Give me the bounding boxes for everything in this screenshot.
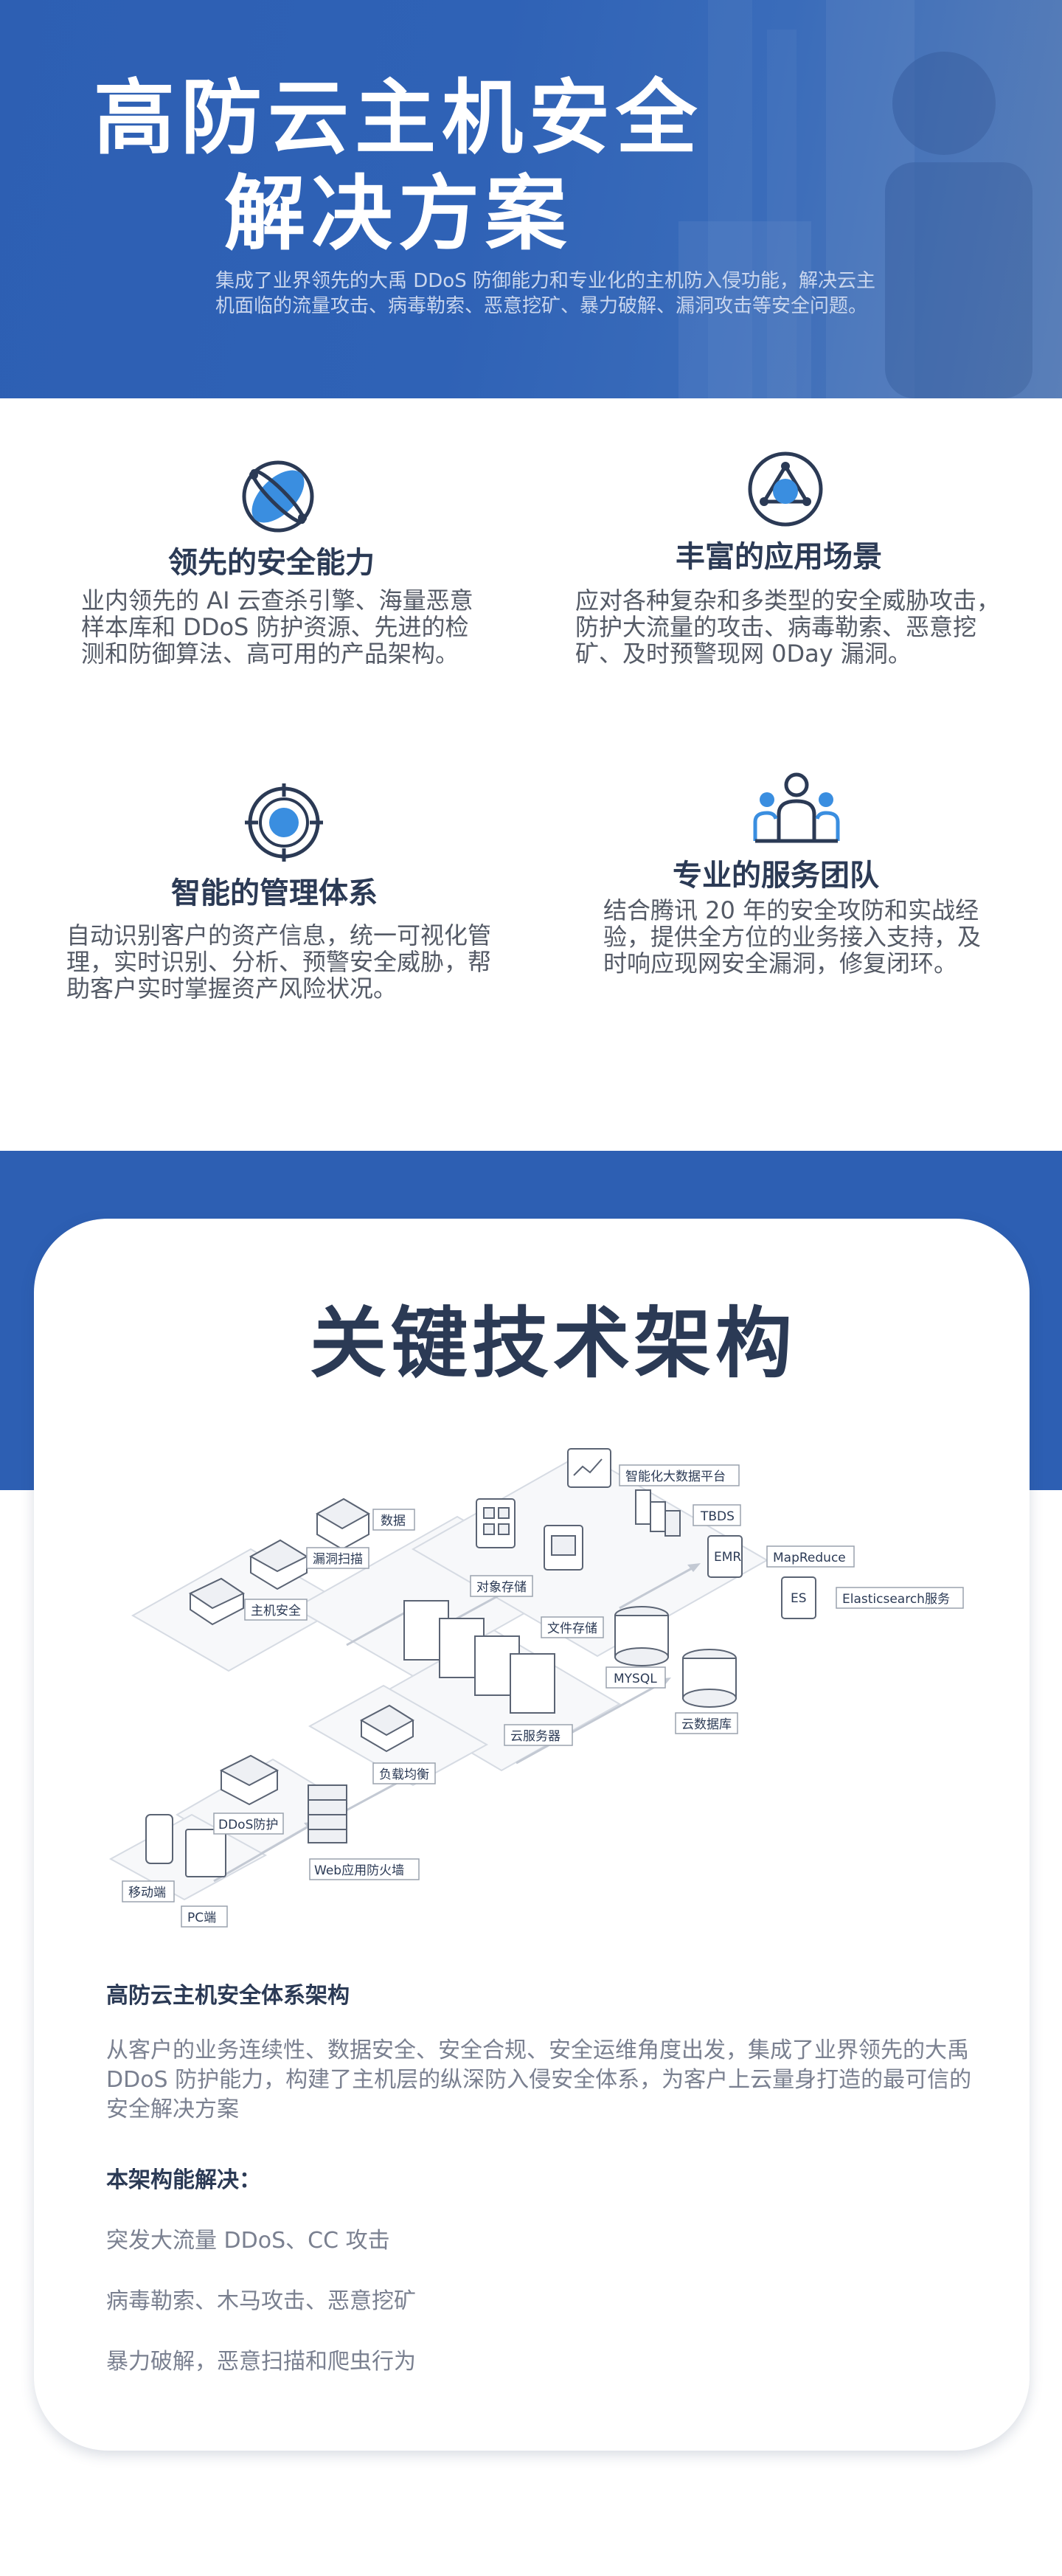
svg-text:移动端: 移动端 (128, 1886, 166, 1900)
solves-item: 暴力破解，恶意扫描和爬虫行为 (106, 2349, 416, 2375)
architecture-subtitle: 高防云主机安全体系架构 (106, 1983, 350, 2009)
es-icon (781, 1576, 816, 1619)
emr-icon (707, 1535, 743, 1578)
server-icon (403, 1600, 555, 1714)
label-vuln-scan: 漏洞扫描 (306, 1547, 369, 1569)
architecture-diagram: 数据 漏洞扫描 主机安全 对象存储 文件存储 MYSQL 云数据库 云服务器 智… (108, 1448, 964, 1928)
svg-text:ES: ES (791, 1591, 807, 1606)
label-object-storage: 对象存储 (470, 1575, 533, 1597)
feature-description: 业内领先的 AI 云查杀引擎、海量恶意样本库和 DDoS 防护资源、先进的检测和… (81, 586, 473, 668)
host-security-icon (188, 1577, 246, 1626)
tbds-icon (635, 1489, 681, 1537)
hero-title-line2: 解决方案 (224, 167, 572, 261)
label-mysql: MYSQL (605, 1666, 666, 1689)
label-emr: EMR (714, 1550, 741, 1565)
cloud-database-icon (682, 1649, 737, 1708)
solves-heading: 本架构能解决： (106, 2167, 261, 2193)
label-cloud-db: 云数据库 (675, 1712, 738, 1734)
svg-text:EMR: EMR (714, 1550, 741, 1565)
label-mobile: 移动端 (122, 1880, 175, 1902)
feature-description: 应对各种复杂和多类型的安全威胁攻击，防护大流量的攻击、病毒勒索、恶意挖矿、及时预… (575, 586, 1001, 668)
svg-text:智能化大数据平台: 智能化大数据平台 (625, 1469, 726, 1484)
svg-text:Elasticsearch服务: Elasticsearch服务 (842, 1592, 950, 1607)
feature-title: 领先的安全能力 (168, 546, 375, 580)
label-es: ES (791, 1591, 807, 1606)
architecture-paragraph: 从客户的业务连续性、数据安全、安全合规、安全运维角度出发，集成了业界领先的大禹 … (106, 2037, 972, 2122)
label-bigdata: 智能化大数据平台 (619, 1464, 740, 1486)
svg-text:漏洞扫描: 漏洞扫描 (313, 1552, 363, 1567)
svg-text:PC端: PC端 (187, 1911, 216, 1925)
feature-title: 智能的管理体系 (171, 876, 378, 910)
label-cloud-server: 云服务器 (504, 1724, 573, 1746)
label-ddos: DDoS防护 (213, 1812, 284, 1835)
label-host-security: 主机安全 (244, 1599, 308, 1621)
feature-title: 专业的服务团队 (673, 859, 879, 893)
label-pc: PC端 (181, 1905, 228, 1928)
hero-background-illustration (678, 0, 1032, 398)
hero-banner: 高防云主机安全 解决方案 集成了业界领先的大禹 DDoS 防御能力和专业化的主机… (0, 0, 1062, 398)
mysql-icon (614, 1606, 669, 1666)
svg-text:MYSQL: MYSQL (614, 1672, 657, 1686)
svg-text:TBDS: TBDS (700, 1509, 735, 1524)
ddos-icon (219, 1754, 280, 1806)
load-balance-icon (359, 1704, 414, 1753)
hero-description: 集成了业界领先的大禹 DDoS 防御能力和专业化的主机防入侵功能，解决云主机面临… (215, 270, 875, 317)
architecture-title: 关键技术架构 (309, 1298, 796, 1388)
svg-text:文件存储: 文件存储 (547, 1621, 597, 1636)
mobile-icon (145, 1814, 173, 1864)
feature-title: 丰富的应用场景 (676, 540, 882, 574)
file-storage-icon (544, 1525, 583, 1571)
waf-icon (308, 1784, 347, 1843)
svg-text:对象存储: 对象存储 (476, 1580, 527, 1595)
svg-text:Web应用防火墙: Web应用防火墙 (314, 1863, 404, 1878)
svg-text:数据: 数据 (381, 1514, 406, 1528)
atom-icon (242, 460, 314, 533)
target-icon (245, 783, 323, 862)
label-tbds: TBDS (693, 1504, 741, 1526)
svg-text:云服务器: 云服务器 (510, 1729, 560, 1744)
svg-text:负载均衡: 负载均衡 (379, 1767, 429, 1782)
svg-text:DDoS防护: DDoS防护 (218, 1818, 278, 1832)
label-load-balance: 负载均衡 (372, 1762, 436, 1784)
feature-description: 自动识别客户的资产信息，统一可视化管理，实时识别、分析、预警安全威胁，帮助客户实… (66, 921, 492, 1003)
label-file-storage: 文件存储 (541, 1616, 604, 1638)
hero-title-line1: 高防云主机安全 (94, 71, 703, 165)
svg-text:MapReduce: MapReduce (773, 1551, 846, 1565)
data-icon (315, 1498, 371, 1551)
svg-text:主机安全: 主机安全 (251, 1604, 301, 1618)
pc-icon (185, 1829, 226, 1877)
solves-item: 突发大流量 DDoS、CC 攻击 (106, 2228, 390, 2254)
triangle-network-icon (748, 451, 823, 527)
solves-item: 病毒勒索、木马攻击、恶意挖矿 (106, 2288, 416, 2314)
object-storage-icon (476, 1498, 516, 1548)
feature-description: 结合腾讯 20 年的安全攻防和实战经验，提供全方位的业务接入支持，及时响应现网安… (603, 896, 982, 977)
svg-text:云数据库: 云数据库 (681, 1717, 732, 1732)
team-icon (753, 772, 840, 843)
label-waf: Web应用防火墙 (309, 1858, 420, 1880)
label-data: 数据 (372, 1509, 415, 1531)
label-mapreduce: MapReduce (766, 1545, 855, 1568)
bigdata-platform-icon (567, 1448, 611, 1488)
label-elasticsearch: Elasticsearch服务 (836, 1587, 964, 1609)
